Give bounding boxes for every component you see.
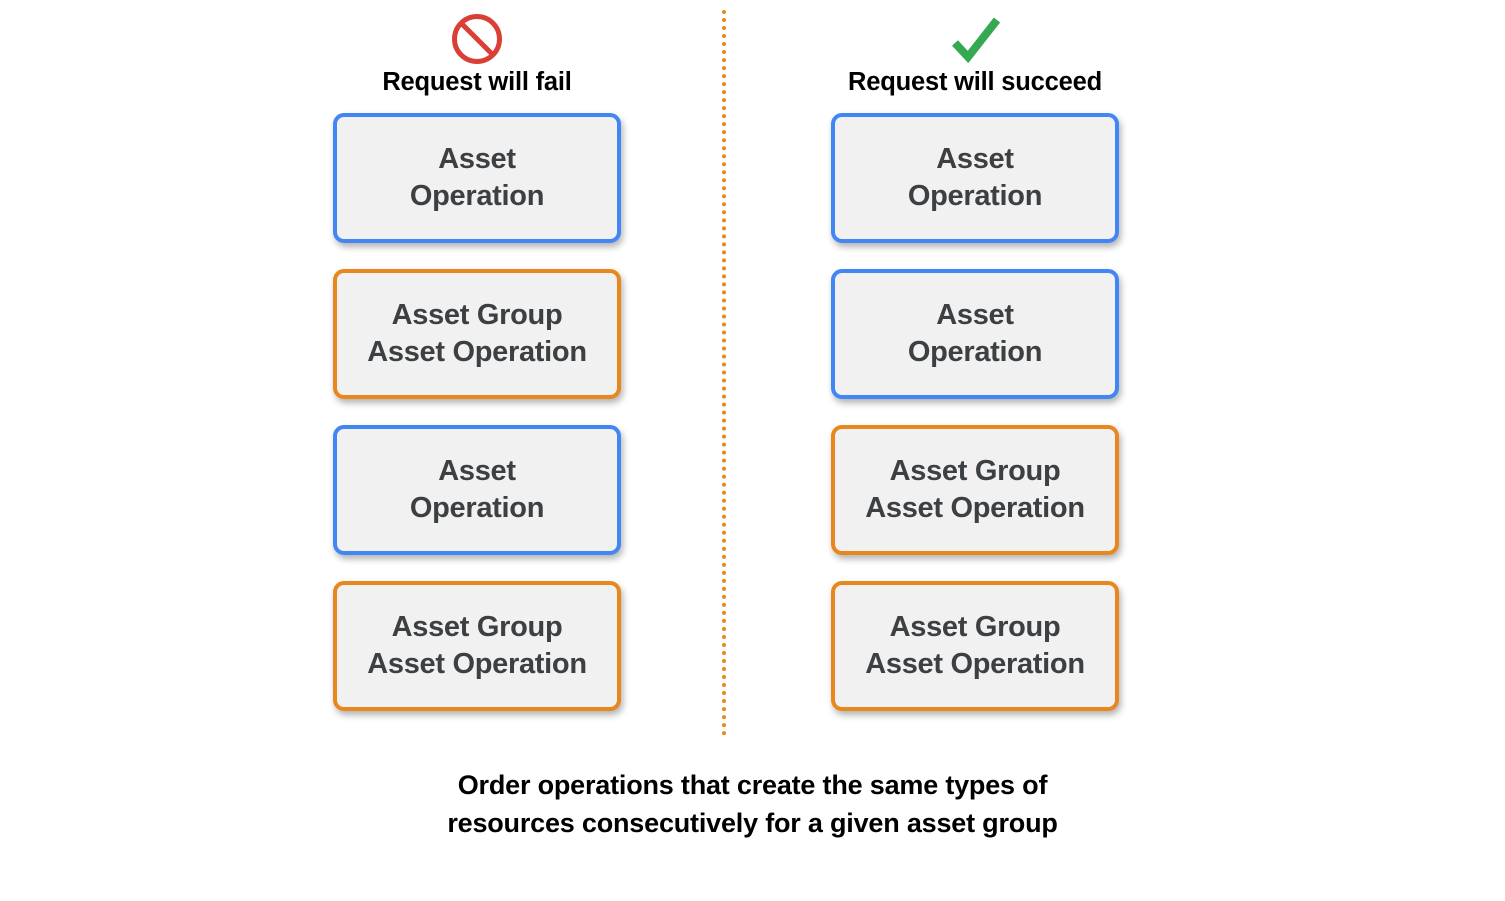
operation-box[interactable]: Asset Group Asset Operation (333, 269, 621, 399)
operation-box-label: Asset Group Asset Operation (367, 299, 587, 368)
operation-box[interactable]: Asset Group Asset Operation (333, 581, 621, 711)
operation-box-label: Asset Operation (409, 455, 545, 524)
operation-box[interactable]: Asset Group Asset Operation (831, 581, 1119, 711)
column-divider (722, 10, 726, 736)
column-heading-succeed: Request will succeed (825, 10, 1125, 97)
operation-box[interactable]: Asset Operation (333, 113, 621, 243)
operation-box[interactable]: Asset Operation (831, 269, 1119, 399)
column-title-succeed: Request will succeed (848, 68, 1102, 96)
operation-box-label: Asset Operation (907, 143, 1043, 212)
prohibition-icon (327, 10, 627, 68)
checkmark-icon (825, 10, 1125, 68)
operation-box-label: Asset Group Asset Operation (367, 611, 587, 680)
column-title-fail: Request will fail (382, 68, 572, 96)
operation-box-label: Asset Group Asset Operation (865, 611, 1085, 680)
operation-box-label: Asset Operation (907, 299, 1043, 368)
operation-box[interactable]: Asset Group Asset Operation (831, 425, 1119, 555)
operation-stack-fail: Asset Operation Asset Group Asset Operat… (333, 113, 621, 711)
operation-stack-succeed: Asset Operation Asset Operation Asset Gr… (831, 113, 1119, 711)
column-heading-fail: Request will fail (327, 10, 627, 97)
operation-box[interactable]: Asset Operation (333, 425, 621, 555)
operation-box-label: Asset Group Asset Operation (865, 455, 1085, 524)
operation-box[interactable]: Asset Operation (831, 113, 1119, 243)
operation-box-label: Asset Operation (409, 143, 545, 212)
diagram-caption: Order operations that create the same ty… (447, 770, 1058, 839)
